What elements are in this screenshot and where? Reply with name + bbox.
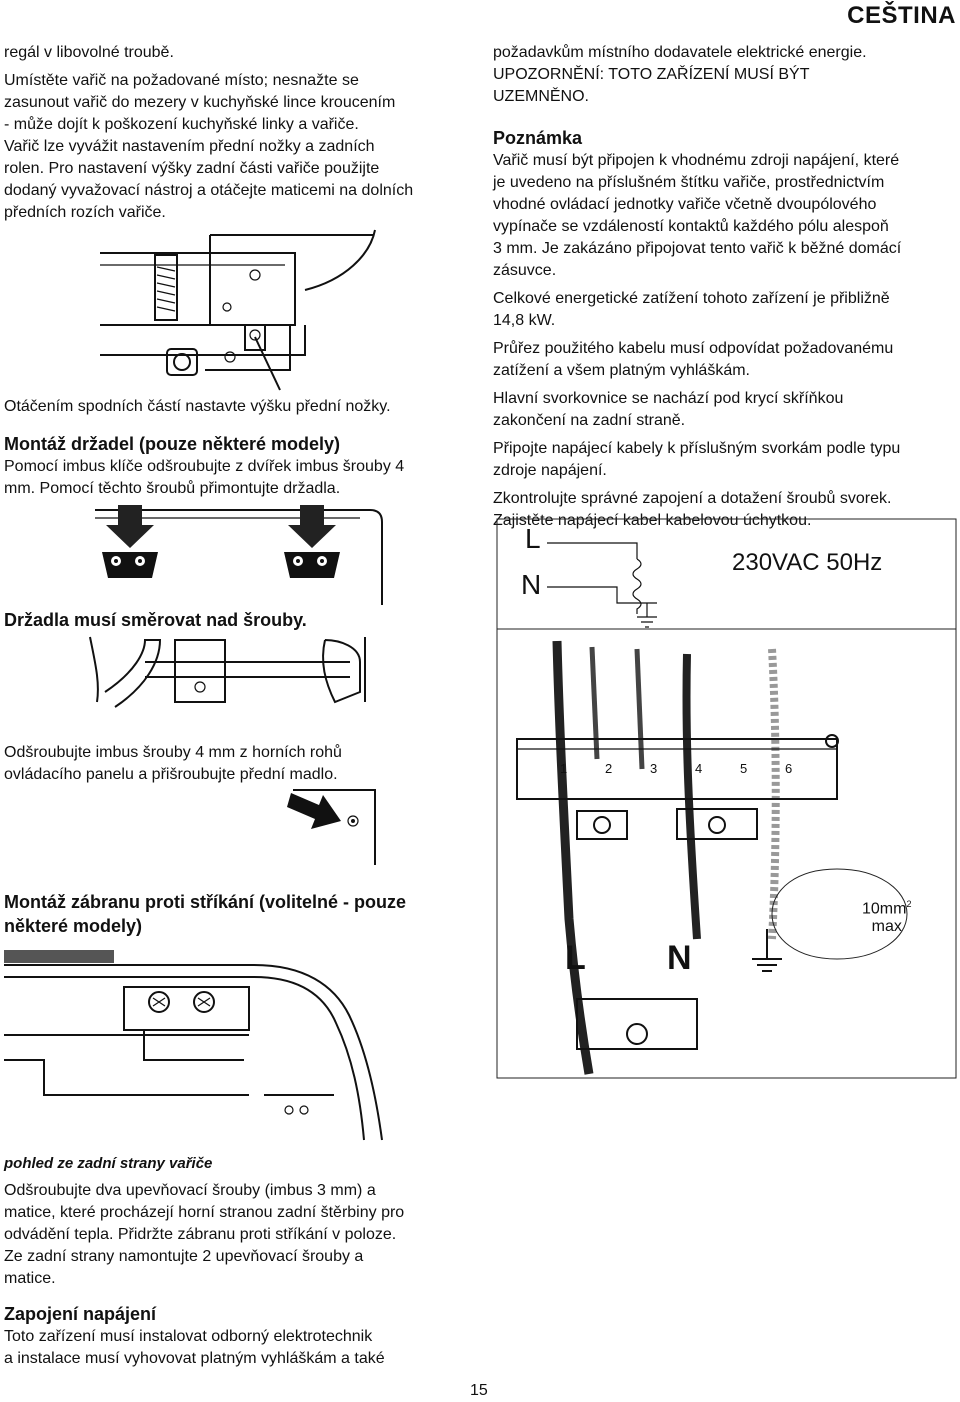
terminal-number: 4 <box>695 761 703 776</box>
text-line: Vařič lze vyvážit nastavením přední nožk… <box>4 138 375 155</box>
text-line: regál v libovolné troubě. <box>4 44 174 61</box>
note-section: Poznámka Vařič musí být připojen k vhodn… <box>493 126 957 532</box>
intro-paragraph: regál v libovolné troubě. Umístěte vařič… <box>4 42 474 224</box>
power-heading: Zapojení napájení <box>4 1304 157 1324</box>
text-line: Celkové energetické zatížení tohoto zaří… <box>493 290 890 307</box>
wiring-diagram: L N 230VAC 50Hz 1 2 3 4 5 6 L N 10mm2 ma… <box>496 518 957 1079</box>
feet-caption: Otáčením spodních částí nastavte výšku p… <box>4 398 391 415</box>
text-line: Připojte napájecí kabely k příslušným sv… <box>493 440 901 457</box>
splash-guard-illustration <box>4 950 383 1141</box>
text-line: Pomocí imbus klíče odšroubujte z dvířek … <box>4 458 405 475</box>
text-line: Ze zadní strany namontujte 2 upevňovací … <box>4 1248 364 1265</box>
cable-max-size: 10mm2 max <box>862 899 911 936</box>
wiring-label-N: N <box>521 569 542 600</box>
handle-heading: Montáž držadel (pouze některé modely) <box>4 434 341 454</box>
text-line: UZEMNĚNO. <box>493 88 589 105</box>
right-intro: požadavkům místního dodavatele elektrick… <box>493 42 957 108</box>
text-line: 3 mm. Je zakázáno připojovat tento vařič… <box>493 240 902 257</box>
language-header: CEŠTINA <box>847 2 956 29</box>
text-line: 14,8 kW. <box>493 312 556 329</box>
terminal-number: 6 <box>785 761 793 776</box>
wiring-diagram-drawing <box>496 518 957 1079</box>
text-line: Toto zařízení musí instalovat odborný el… <box>4 1328 373 1345</box>
text-line: požadavkům místního dodavatele elektrick… <box>493 44 867 61</box>
text-line: rolen. Pro nastavení výšky zadní části v… <box>4 160 380 177</box>
text-line: odvádění tepla. Přidržte zábranu proti s… <box>4 1226 397 1243</box>
text-line: a instalace musí vyhovovat platným vyhlá… <box>4 1350 385 1367</box>
text-line: předních rozích vařiče. <box>4 204 166 221</box>
text-line: zásuvce. <box>493 262 557 279</box>
max-size-value: 10mm <box>862 900 907 918</box>
text-line: matice, které procházejí horní stranou z… <box>4 1204 405 1221</box>
handle-section: Montáž držadel (pouze některé modely) Po… <box>4 432 474 500</box>
text-line: Hlavní svorkovnice se nachází pod krycí … <box>493 390 844 407</box>
splash-heading-block: Montáž zábranu proti stříkání (volitelné… <box>4 890 474 938</box>
power-section: Zapojení napájení Toto zařízení musí ins… <box>4 1302 474 1370</box>
rear-view-caption: pohled ze zadní strany vařiče <box>4 1155 213 1172</box>
text-line: ovládacího panelu a přišroubujte přední … <box>4 766 338 783</box>
handle-illustration <box>89 636 366 708</box>
text-line: Zajistěte napájecí kabel kabelovou úchyt… <box>493 512 812 529</box>
cable-label-L: L <box>565 939 586 977</box>
text-line: zasunout vařič do mezery v kuchyňské lin… <box>4 94 396 111</box>
terminal-number: 5 <box>740 761 748 776</box>
handle-screws-illustration <box>95 505 383 605</box>
terminal-number: 2 <box>605 761 613 776</box>
wiring-label-L: L <box>525 523 541 554</box>
text-line: je uvedeno na příslušném štítku vařiče, … <box>493 174 885 191</box>
text-line: zakončení na zadní straně. <box>493 412 686 429</box>
splash-text: Odšroubujte dva upevňovací šrouby (imbus… <box>4 1180 474 1290</box>
front-foot-illustration <box>100 229 376 391</box>
text-line: matice. <box>4 1270 56 1287</box>
text-line: Odšroubujte dva upevňovací šrouby (imbus… <box>4 1182 376 1199</box>
splash-heading-line: Montáž zábranu proti stříkání (volitelné… <box>4 892 407 912</box>
cable-label-N: N <box>667 939 692 977</box>
text-line: mm. Pomocí těchto šroubů přimontujte drž… <box>4 480 341 497</box>
text-line: Zkontrolujte správné zapojení a dotažení… <box>493 490 892 507</box>
supply-voltage: 230VAC 50Hz <box>732 549 883 576</box>
text-line: zatížení a všem platným vyhláškám. <box>493 362 750 379</box>
text-line: Odšroubujte imbus šrouby 4 mm z horních … <box>4 744 342 761</box>
max-size-sup: 2 <box>906 899 912 909</box>
text-line: vhodné ovládací jednotky vařiče včetně d… <box>493 196 877 213</box>
text-line: - může dojít k poškození kuchyňské linky… <box>4 116 359 133</box>
note-heading: Poznámka <box>493 128 583 148</box>
max-word: max <box>871 918 902 936</box>
control-panel-illustration <box>287 789 376 865</box>
text-line: dodaný vyvažovací nástroj a otáčejte mat… <box>4 182 414 199</box>
text-line: Vařič musí být připojen k vhodnému zdroj… <box>493 152 900 169</box>
text-line: UPOZORNĚNÍ: TOTO ZAŘÍZENÍ MUSÍ BÝT <box>493 66 810 83</box>
text-line: Průřez použitého kabelu musí odpovídat p… <box>493 340 894 357</box>
text-line: vypínače se vzdáleností kontaktů každého… <box>493 218 889 235</box>
handle-caption: Držadla musí směrovat nad šrouby. <box>4 610 307 630</box>
splash-heading-line: některé modely) <box>4 916 143 936</box>
text-line: zdroje napájení. <box>493 462 607 479</box>
panel-section: Odšroubujte imbus šrouby 4 mm z horních … <box>4 742 474 786</box>
text-line: Umístěte vařič na požadované místo; nesn… <box>4 72 359 89</box>
terminal-number: 3 <box>650 761 658 776</box>
terminal-number: 1 <box>560 761 568 776</box>
page-number: 15 <box>470 1382 488 1399</box>
